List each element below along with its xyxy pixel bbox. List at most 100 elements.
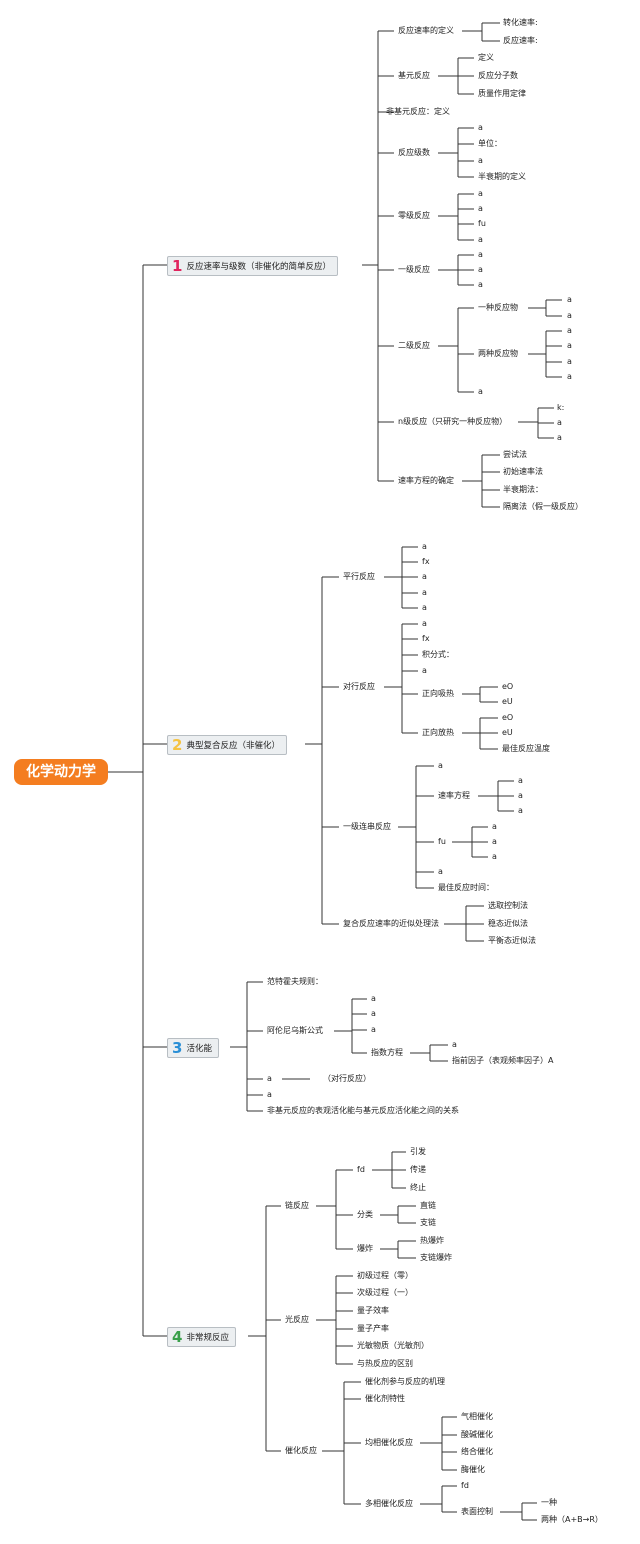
topic-node[interactable]: 速率方程的确定 <box>398 476 454 485</box>
topic-node[interactable]: a <box>371 1025 376 1034</box>
topic-node[interactable]: 与热反应的区别 <box>357 1359 413 1368</box>
topic-node[interactable]: a <box>557 418 562 427</box>
topic-node[interactable]: 隔离法（假一级反应） <box>503 502 583 511</box>
root-node[interactable]: 化学动力学 <box>14 759 108 785</box>
topic-node[interactable]: 催化剂参与反应的机理 <box>365 1377 445 1386</box>
topic-node[interactable]: 指前因子（表观频率因子）A <box>452 1056 554 1065</box>
topic-node[interactable]: 酸碱催化 <box>461 1430 493 1439</box>
topic-node[interactable]: 半衰期的定义 <box>478 172 526 181</box>
topic-node[interactable]: a <box>492 837 497 846</box>
topic-node[interactable]: a <box>371 994 376 1003</box>
topic-node[interactable]: 半衰期法： <box>503 485 543 494</box>
topic-node[interactable]: 单位： <box>478 139 502 148</box>
topic-node[interactable]: a <box>478 156 483 165</box>
topic-node[interactable]: a <box>567 341 572 350</box>
topic-node[interactable]: a <box>422 619 427 628</box>
topic-node[interactable]: 直链 <box>420 1201 436 1210</box>
topic-node[interactable]: fu <box>438 837 446 846</box>
topic-node[interactable]: a <box>567 357 572 366</box>
topic-node[interactable]: （对行反应） <box>323 1074 371 1083</box>
topic-node[interactable]: 阿伦尼乌斯公式 <box>267 1026 323 1035</box>
topic-node[interactable]: a <box>557 433 562 442</box>
topic-node[interactable]: 链反应 <box>285 1201 309 1210</box>
topic-node[interactable]: 基元反应 <box>398 71 430 80</box>
topic-node[interactable]: fd <box>357 1165 365 1174</box>
topic-node[interactable]: a <box>478 189 483 198</box>
topic-node[interactable]: 二级反应 <box>398 341 430 350</box>
topic-node[interactable]: k: <box>557 403 565 412</box>
topic-node[interactable]: 量子产率 <box>357 1324 389 1333</box>
topic-node[interactable]: 平衡态近似法 <box>488 936 536 945</box>
topic-node[interactable]: a <box>492 822 497 831</box>
topic-node[interactable]: 非基元反应的表观活化能与基元反应活化能之间的关系 <box>267 1106 459 1115</box>
topic-node[interactable]: 催化剂特性 <box>365 1394 405 1403</box>
topic-node[interactable]: a <box>422 572 427 581</box>
topic-node[interactable]: a <box>371 1009 376 1018</box>
topic-node[interactable]: fd <box>461 1481 469 1490</box>
topic-node[interactable]: n级反应（只研究一种反应物） <box>398 417 508 426</box>
topic-node[interactable]: a <box>567 295 572 304</box>
topic-node[interactable]: 终止 <box>410 1183 426 1192</box>
topic-node[interactable]: a <box>478 280 483 289</box>
topic-node[interactable]: 非基元反应：定义 <box>386 107 450 116</box>
topic-node[interactable]: 稳态近似法 <box>488 919 528 928</box>
topic-node[interactable]: a <box>518 791 523 800</box>
topic-node[interactable]: a <box>267 1074 272 1083</box>
topic-node[interactable]: a <box>422 588 427 597</box>
topic-node[interactable]: 零级反应 <box>398 211 430 220</box>
topic-node[interactable]: 表面控制 <box>461 1507 493 1516</box>
topic-node[interactable]: 选取控制法 <box>488 901 528 910</box>
topic-node[interactable]: 最佳反应时间： <box>438 883 494 892</box>
topic-node[interactable]: 络合催化 <box>461 1447 493 1456</box>
topic-node[interactable]: a <box>518 776 523 785</box>
topic-node[interactable]: 多相催化反应 <box>365 1499 413 1508</box>
topic-node[interactable]: 两种（A+B→R） <box>541 1515 603 1524</box>
topic-node[interactable]: 一种 <box>541 1498 557 1507</box>
topic-node[interactable]: 转化速率: <box>503 18 538 27</box>
topic-node[interactable]: a <box>422 603 427 612</box>
topic-node[interactable]: 复合反应速率的近似处理法 <box>343 919 439 928</box>
topic-node[interactable]: 支链爆炸 <box>420 1253 452 1262</box>
topic-node[interactable]: 尝试法 <box>503 450 527 459</box>
topic-node[interactable]: 对行反应 <box>343 682 375 691</box>
topic-node[interactable]: 爆炸 <box>357 1244 373 1253</box>
topic-node[interactable]: 正向吸热 <box>422 689 454 698</box>
topic-node[interactable]: a <box>478 265 483 274</box>
topic-node[interactable]: eU <box>502 697 513 706</box>
topic-node[interactable]: a <box>478 204 483 213</box>
topic-node[interactable]: 支链 <box>420 1218 436 1227</box>
topic-node[interactable]: 引发 <box>410 1147 426 1156</box>
topic-node[interactable]: a <box>422 542 427 551</box>
topic-node[interactable]: 反应级数 <box>398 148 430 157</box>
topic-node[interactable]: 传递 <box>410 1165 426 1174</box>
topic-node[interactable]: 初始速率法 <box>503 467 543 476</box>
topic-node[interactable]: a <box>478 250 483 259</box>
topic-node[interactable]: 气相催化 <box>461 1412 493 1421</box>
topic-node[interactable]: 反应速率的定义 <box>398 26 454 35</box>
topic-node[interactable]: 范特霍夫规则： <box>267 977 323 986</box>
topic-node[interactable]: fx <box>422 557 430 566</box>
topic-node[interactable]: 正向放热 <box>422 728 454 737</box>
topic-node[interactable]: eU <box>502 728 513 737</box>
topic-node[interactable]: a <box>422 666 427 675</box>
topic-node[interactable]: a <box>478 235 483 244</box>
topic-node[interactable]: a <box>438 867 443 876</box>
topic-node[interactable]: a <box>567 326 572 335</box>
topic-node[interactable]: a <box>567 311 572 320</box>
topic-node[interactable]: 质量作用定律 <box>478 89 526 98</box>
topic-node[interactable]: 次级过程（一） <box>357 1288 413 1297</box>
topic-node[interactable]: 初级过程（零） <box>357 1271 413 1280</box>
topic-node[interactable]: 一级连串反应 <box>343 822 391 831</box>
topic-node[interactable]: 定义 <box>478 53 494 62</box>
topic-node[interactable]: 最佳反应温度 <box>502 744 550 753</box>
topic-node[interactable]: a <box>492 852 497 861</box>
topic-node[interactable]: a <box>267 1090 272 1099</box>
topic-node[interactable]: eO <box>502 682 514 691</box>
topic-node[interactable]: a <box>518 806 523 815</box>
topic-node[interactable]: 平行反应 <box>343 572 375 581</box>
topic-node[interactable]: 分类 <box>357 1210 373 1219</box>
topic-node[interactable]: a <box>567 372 572 381</box>
